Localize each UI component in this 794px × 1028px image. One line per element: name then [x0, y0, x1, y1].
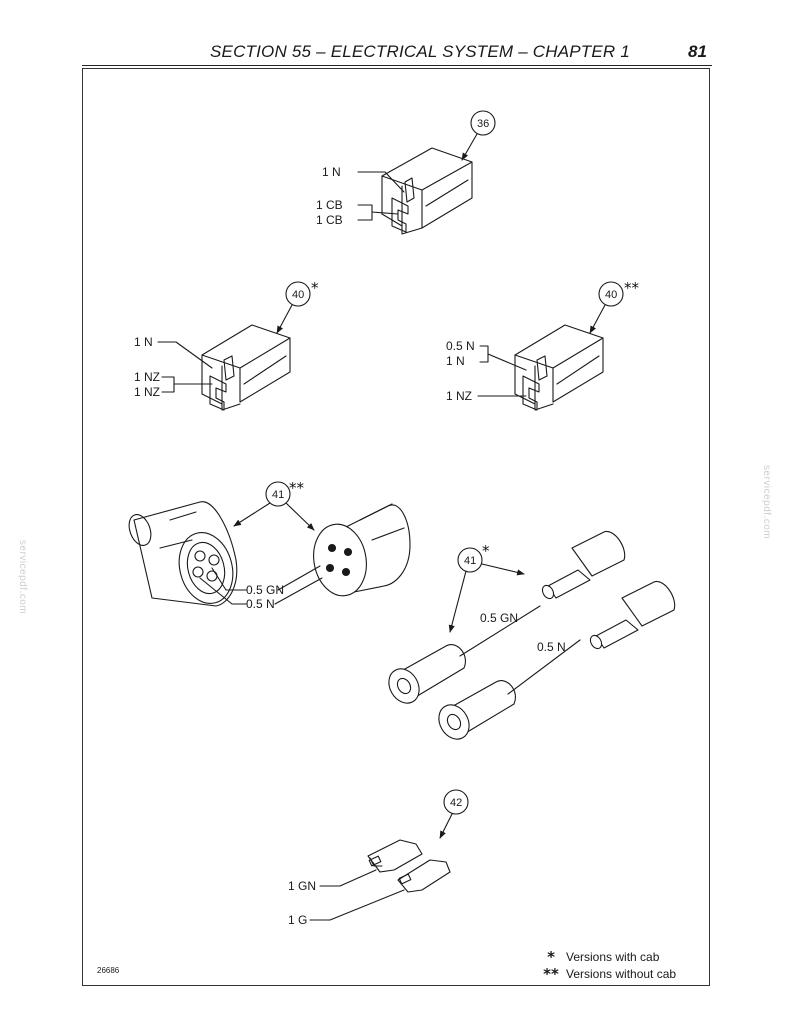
label-42-1: 1 GN — [288, 879, 316, 893]
legend-without-cab-text: Versions without cab — [566, 967, 677, 981]
marker-41-bullet: * — [482, 542, 490, 560]
label-41-bullet-2: 0.5 N — [537, 640, 566, 654]
header-rule — [82, 65, 712, 66]
connector-41-bullet — [388, 531, 676, 740]
label-40-right-3: 1 NZ — [446, 389, 472, 403]
page-header-title: SECTION 55 – ELECTRICAL SYSTEM – CHAPTER… — [210, 42, 630, 61]
label-40-right-1: 0.5 N — [446, 339, 475, 353]
figure-number: 26686 — [97, 966, 120, 975]
legend-with-cab-text: Versions with cab — [566, 950, 660, 964]
marker-41-round: ** — [289, 479, 305, 497]
connector-40-without-cab — [477, 281, 624, 411]
callout-41-round: 41 — [272, 489, 284, 501]
legend-without-cab: ** Versions without cab — [536, 965, 676, 983]
callout-40-right: 40 — [605, 289, 617, 301]
connector-41-round — [128, 481, 411, 607]
label-41-round-1: 0.5 GN — [246, 583, 284, 597]
label-42-2: 1 G — [288, 913, 307, 927]
figure-frame — [82, 68, 710, 986]
label-36-1: 1 N — [322, 165, 341, 179]
connector-36 — [357, 110, 496, 235]
label-41-round-2: 0.5 N — [246, 597, 275, 611]
label-40-left-3: 1 NZ — [134, 385, 160, 399]
legend-single-star: * — [547, 948, 555, 966]
label-40-left-2: 1 NZ — [134, 370, 160, 384]
label-41-bullet-1: 0.5 GN — [480, 611, 518, 625]
legend-double-star: ** — [543, 965, 559, 983]
callout-41-bullet: 41 — [464, 555, 476, 567]
connector-40-with-cab — [157, 281, 311, 411]
callout-36: 36 — [477, 118, 489, 130]
legend-with-cab: * Versions with cab — [536, 948, 659, 966]
marker-40-right: ** — [624, 279, 640, 297]
marker-40-left: * — [311, 279, 319, 297]
label-40-left-1: 1 N — [134, 335, 153, 349]
label-36-3: 1 CB — [316, 213, 343, 227]
label-40-right-2: 1 N — [446, 354, 465, 368]
callout-40-left: 40 — [292, 289, 304, 301]
label-36-2: 1 CB — [316, 198, 343, 212]
page-number: 81 — [688, 42, 707, 61]
callout-42: 42 — [450, 797, 462, 809]
connector-42 — [309, 789, 469, 921]
